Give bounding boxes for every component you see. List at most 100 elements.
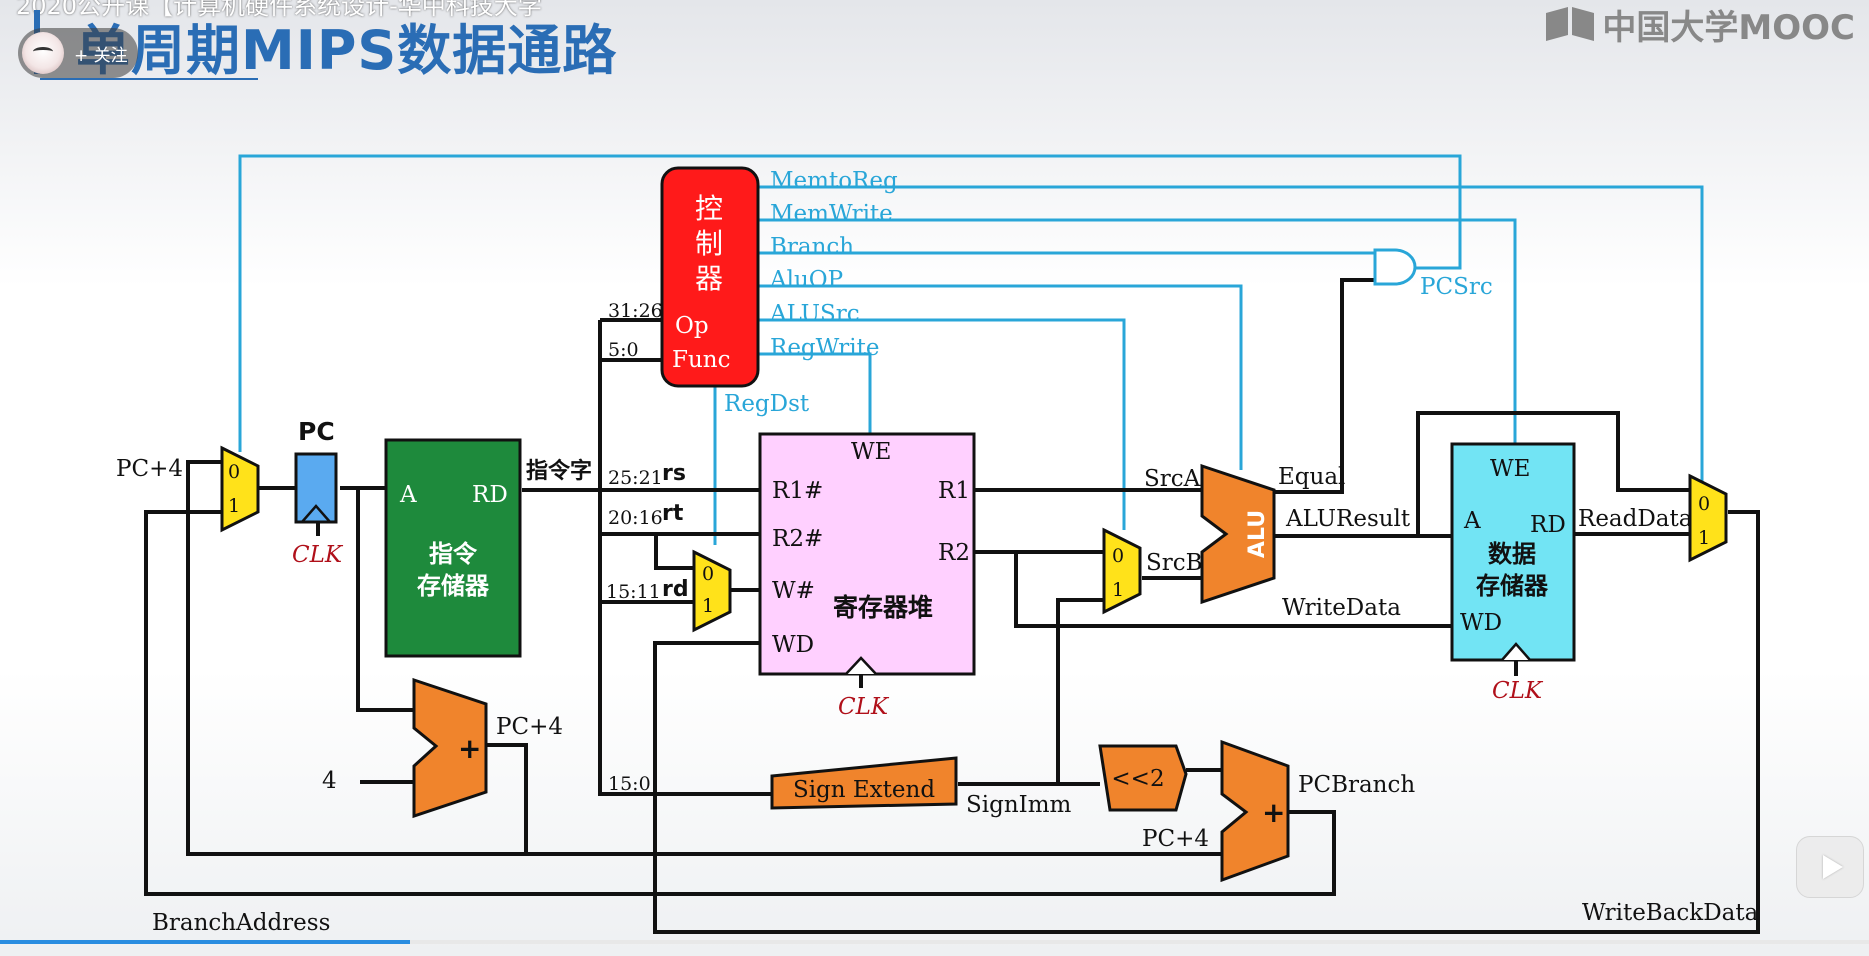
signal-memwrite: MemWrite (770, 201, 893, 227)
video-caption: 2020公开课【计算机硬件系统设计-华中科技大学 (16, 0, 542, 20)
alusrc-mux-0: 0 (1112, 545, 1124, 567)
controller-char-2: 制 (695, 227, 723, 260)
imem-name-line2: 存储器 (417, 572, 490, 600)
memtoreg-mux-0: 0 (1698, 493, 1710, 515)
mooc-logo-text: 中国大学MOOC (1602, 8, 1855, 48)
pc-mux (220, 445, 260, 533)
signal-branch: Branch (770, 234, 854, 260)
shift-label: <<2 (1111, 766, 1164, 792)
regfile-r2: R2 (938, 540, 970, 566)
avatar[interactable] (22, 32, 64, 74)
video-progress-track[interactable] (410, 940, 1869, 944)
pc-register (294, 452, 338, 524)
pc4-adder (412, 677, 488, 819)
signal-aluop: AluOP (769, 267, 843, 293)
field-rs: rs (662, 461, 686, 486)
alusrc-mux (1102, 527, 1142, 615)
field-rt: rt (662, 501, 684, 526)
and-gate (1373, 248, 1417, 286)
readdata-label: ReadData (1578, 506, 1693, 532)
pc-clk-label: CLK (292, 542, 344, 568)
regfile-wd: WD (772, 632, 814, 658)
aluresult-label: ALUResult (1285, 506, 1411, 532)
sign-extend-label: Sign Extend (793, 777, 935, 803)
srca-label: SrcA (1144, 466, 1201, 492)
imem-name-line1: 指令 (429, 540, 478, 568)
dmem-clk-triangle (1501, 642, 1531, 661)
regfile-r2-num: R2# (772, 526, 823, 552)
regdst-mux-1: 1 (702, 595, 714, 617)
writeback-data-label: WriteBackData (1582, 900, 1759, 926)
field-15-0: 15:0 (608, 773, 651, 795)
alu (1200, 463, 1276, 605)
signimm-label: SignImm (966, 792, 1072, 818)
play-button-icon[interactable] (1796, 836, 1864, 898)
dmem-we: WE (1490, 456, 1530, 482)
signal-pcsrc: PCSrc (1420, 274, 1493, 300)
branch-adder-plus: + (1262, 796, 1285, 829)
branch-adder (1220, 739, 1290, 883)
constant-four: 4 (322, 768, 337, 794)
memtoreg-mux-1: 1 (1698, 527, 1710, 549)
field-5-0: 5:0 (608, 339, 639, 361)
regfile-clk-triangle (845, 656, 877, 675)
data-memory (1450, 442, 1576, 662)
uploader-pill[interactable]: + 关注 (18, 28, 138, 78)
controller-char-3: 器 (695, 262, 723, 295)
imem-a-label: A (399, 482, 417, 508)
dmem-rd: RD (1530, 512, 1566, 538)
pc4-bottom-label: PC+4 (1142, 826, 1209, 852)
pcbranch-label: PCBranch (1298, 772, 1415, 798)
dmem-a: A (1463, 508, 1481, 534)
dmem-name-line1: 数据 (1488, 540, 1536, 568)
regfile-name: 寄存器堆 (833, 593, 933, 622)
writedata-label: WriteData (1282, 595, 1401, 621)
follow-button[interactable]: + 关注 (74, 45, 128, 66)
mooc-logo: 中国大学MOOC (1544, 0, 1855, 49)
regfile-r1: R1 (938, 478, 970, 504)
slide-title: 单周期MIPS数据通路 (76, 19, 618, 82)
data-wires (144, 278, 1760, 934)
alusrc-mux-1: 1 (1112, 579, 1124, 601)
sign-extend (770, 756, 958, 810)
field-31-26: 31:26 (608, 300, 663, 322)
register-file (758, 432, 976, 676)
signal-memtoreg: MemtoReg (770, 168, 898, 194)
controller-func-label: Func (672, 347, 730, 373)
regfile-w-num: W# (772, 578, 815, 604)
pc4-adder-label: PC+4 (496, 714, 563, 740)
controller-block (660, 166, 760, 388)
signal-regwrite: RegWrite (770, 335, 879, 361)
regfile-we: WE (851, 439, 891, 465)
book-logo-icon (1546, 6, 1595, 41)
dmem-clk-label: CLK (1492, 678, 1544, 704)
regdst-mux-0: 0 (702, 563, 714, 585)
controller-op-label: Op (675, 313, 709, 339)
equal-label: Equal (1278, 464, 1345, 490)
regdst-mux (692, 549, 732, 633)
signal-regdst: RegDst (724, 391, 810, 417)
pc-mux-1: 1 (228, 495, 240, 517)
controller-char-1: 控 (695, 192, 723, 225)
imem-rd-label: RD (472, 482, 508, 508)
field-15-11: 15:11 (606, 581, 661, 603)
signal-alusrc: ALUSrc (769, 301, 860, 327)
instruction-memory (384, 438, 522, 658)
title-underline (40, 78, 258, 80)
pc-clk-triangle (301, 504, 331, 523)
regfile-r1-num: R1# (772, 478, 823, 504)
memtoreg-mux (1688, 473, 1728, 563)
srcb-label: SrcB (1146, 550, 1203, 576)
field-25-21: 25:21 (608, 467, 663, 489)
video-progress-fill[interactable] (0, 940, 410, 944)
shift-left-2 (1098, 744, 1188, 812)
field-20-16: 20:16 (608, 507, 663, 529)
dmem-name-line2: 存储器 (1476, 572, 1549, 600)
pc-label: PC (298, 417, 335, 446)
pc4-left-label: PC+4 (116, 456, 183, 482)
branch-address-label: BranchAddress (152, 910, 330, 936)
pc-mux-0: 0 (228, 461, 240, 483)
instruction-word-label: 指令字 (526, 458, 592, 484)
pc4-adder-plus: + (458, 732, 481, 765)
